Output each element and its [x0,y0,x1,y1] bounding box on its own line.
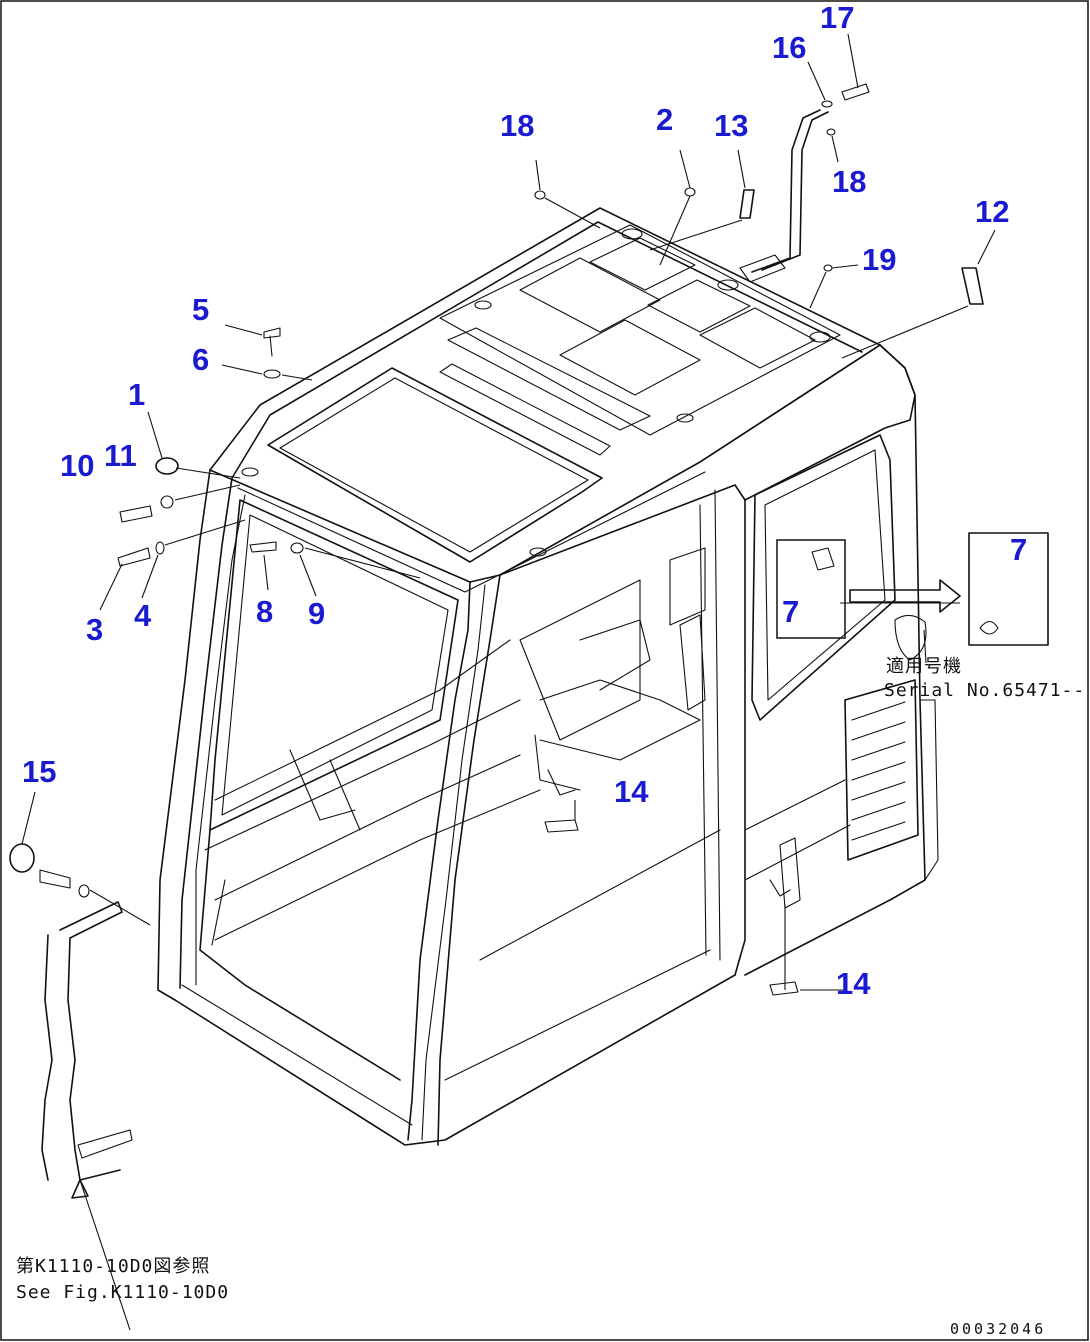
callout-2: 2 [656,102,673,137]
callout-18-left: 18 [500,108,534,143]
callout-labels: 17 16 18 2 13 18 12 19 5 6 1 10 11 3 4 8… [22,0,1027,1001]
detail-box-right [968,532,1049,646]
callout-18-right: 18 [832,164,866,199]
callout-9: 9 [308,596,325,631]
serial-number: Serial No.65471-- [884,680,1085,701]
cab-frame [157,207,939,1146]
callout-1: 1 [128,377,145,412]
loose-parts [9,83,999,1181]
roof-bolt-pads [241,228,831,557]
callout-14-middle: 14 [614,774,649,809]
serial-detail [776,532,1049,646]
callout-4: 4 [134,598,152,633]
callout-10: 10 [60,448,94,483]
callout-11: 11 [104,438,137,473]
callout-15: 15 [22,754,56,789]
applicable-serial-jp: 適用号機 [886,656,962,677]
drawing-number: 00032046 [950,1320,1046,1338]
callout-7-left: 7 [782,594,799,629]
notes: 適用号機 Serial No.65471-- 第K1110-10D0図参照 Se… [16,656,1085,1338]
callout-16: 16 [772,30,806,65]
callout-19: 19 [862,242,896,277]
callout-5: 5 [192,292,209,327]
reference-en: See Fig.K1110-10D0 [16,1282,229,1303]
reference-jp: 第K1110-10D0図参照 [16,1256,210,1277]
leader-lines [21,33,996,1331]
detail-box-left [776,539,846,639]
callout-14-bottom: 14 [836,966,871,1001]
callout-7-right: 7 [1010,532,1027,567]
detail-arrow [849,579,961,613]
callout-13: 13 [714,108,748,143]
callout-17: 17 [820,0,854,35]
callout-6: 6 [192,342,209,377]
callout-8: 8 [256,594,273,629]
callout-3: 3 [86,612,103,647]
callout-12: 12 [975,194,1009,229]
